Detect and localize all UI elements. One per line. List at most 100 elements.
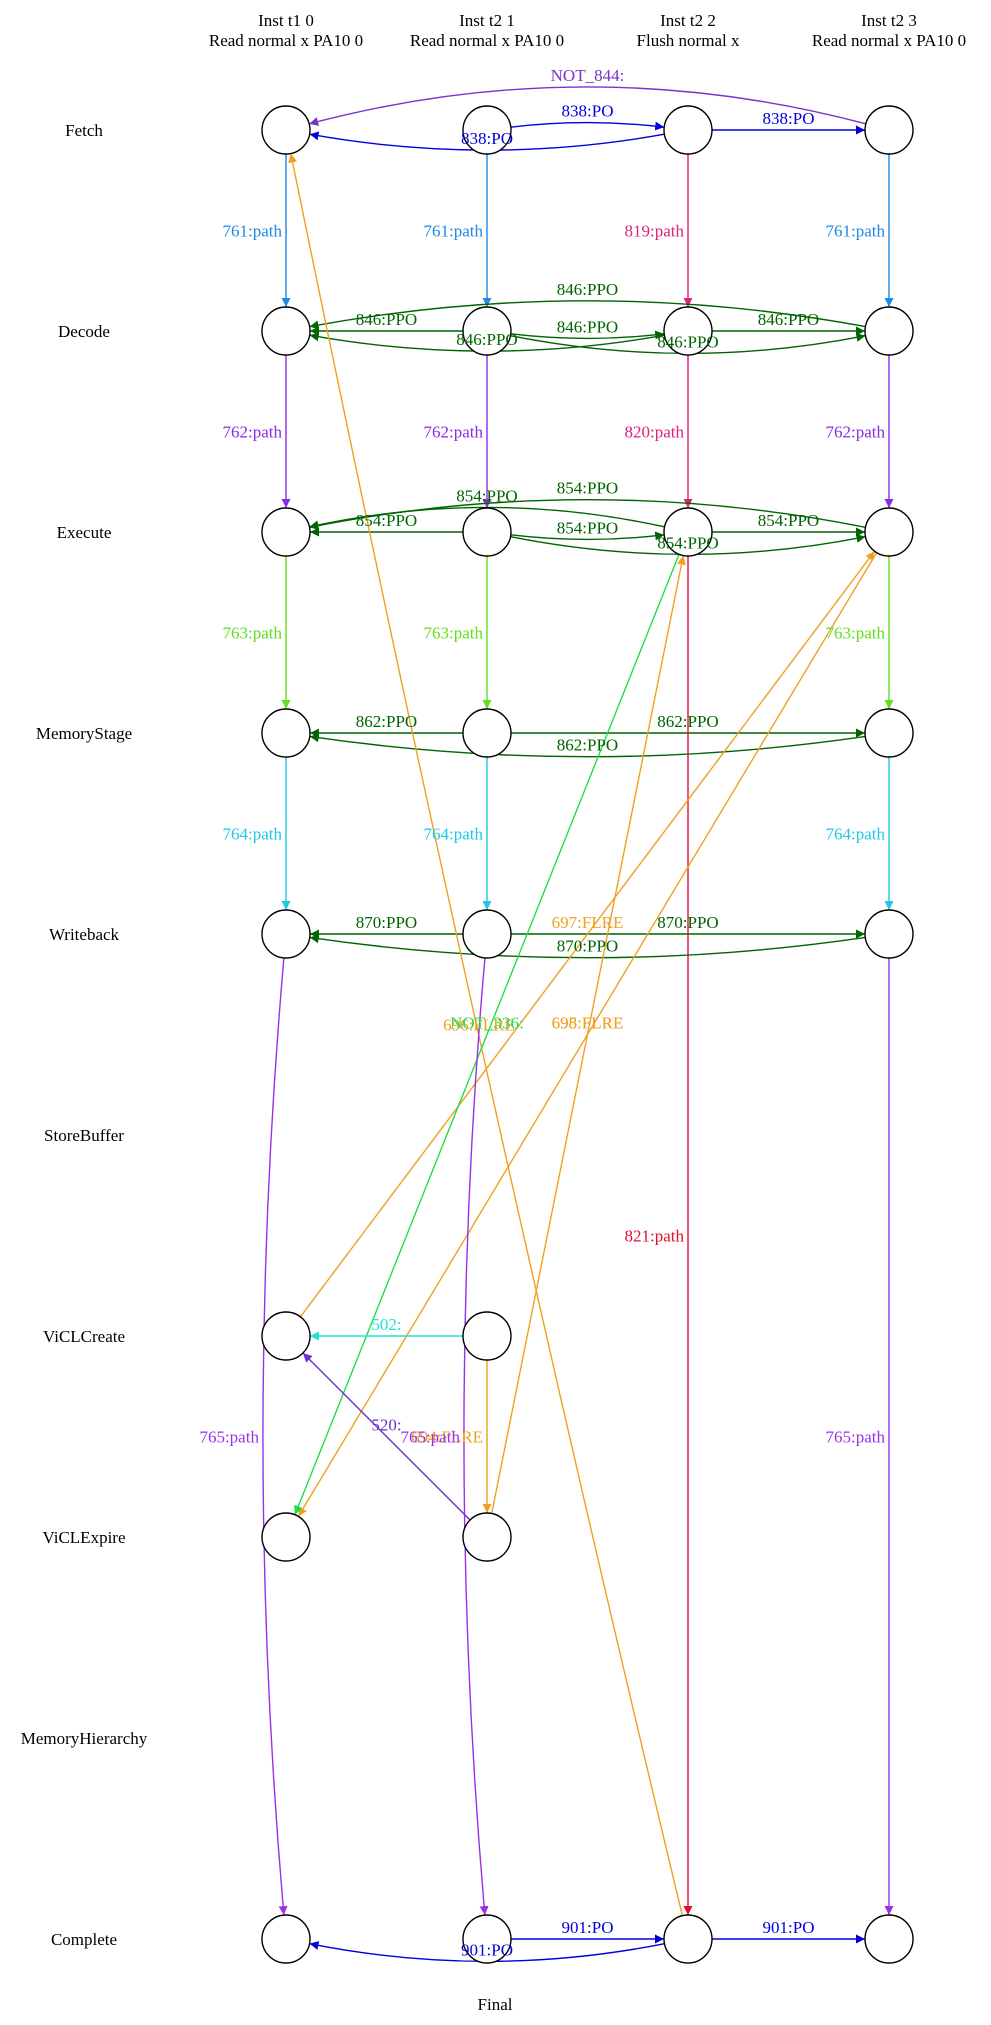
node-t10-wb	[261, 909, 311, 959]
edge-label: 698:FLRE	[552, 1014, 624, 1033]
row-label-execute: Execute	[57, 523, 112, 542]
edge-label: 502:	[371, 1315, 401, 1334]
edge-label: 763:path	[424, 624, 484, 643]
node-t23-wb	[864, 909, 914, 959]
edge-862-ppo	[309, 733, 866, 758]
edge-846-ppo	[309, 300, 866, 330]
edge-label: 762:path	[223, 423, 283, 442]
edge-695-flre	[297, 552, 878, 1517]
edge-label: 901:PO	[461, 1940, 513, 1959]
node-t23-complete	[864, 1914, 914, 1964]
row-label-memoryhierarchy: MemoryHierarchy	[21, 1729, 148, 1748]
row-label-complete: Complete	[51, 1930, 117, 1949]
edge-765-path	[463, 957, 489, 1916]
edge-label: 763:path	[223, 624, 283, 643]
column-header-line2: Read normal x PA10 0	[209, 31, 363, 50]
edge-label: 765:path	[400, 1428, 460, 1447]
edge-label: 854:PPO	[557, 518, 618, 537]
node-layer	[261, 105, 914, 1964]
row-label-decode: Decode	[58, 322, 110, 341]
node-t23-execute	[864, 507, 914, 557]
row-label-storebuffer: StoreBuffer	[44, 1126, 124, 1145]
column-headers: Inst t1 0 Read normal x PA10 0 Inst t2 1…	[209, 11, 966, 50]
edge-label: 838:PO	[763, 109, 815, 128]
edge-label: 762:path	[424, 423, 484, 442]
edge-label: 761:path	[424, 222, 484, 241]
edge-label: 854:PPO	[356, 511, 417, 530]
node-t10-complete	[261, 1914, 311, 1964]
edge-label: 901:PO	[763, 1918, 815, 1937]
column-header-line2: Flush normal x	[637, 31, 740, 50]
edge-label: NOT_336:	[450, 1014, 524, 1033]
edge-label: 846:PPO	[557, 280, 618, 299]
edge-854-ppo	[510, 531, 665, 541]
edge-846-ppo	[510, 330, 665, 340]
edge-not-336	[294, 554, 680, 1515]
edge-label: 764:path	[826, 825, 886, 844]
edge-765-path	[262, 957, 288, 1916]
node-t10-vce	[261, 1512, 311, 1562]
node-t21-vce	[462, 1512, 512, 1562]
node-t21-decode	[462, 306, 512, 356]
column-header-line1: Inst t2 3	[861, 11, 917, 30]
row-label-fetch: Fetch	[65, 121, 103, 140]
node-t10-vcc	[261, 1311, 311, 1361]
edge-label: 761:path	[826, 222, 886, 241]
edge-label: 765:path	[826, 1428, 886, 1447]
node-t22-complete	[663, 1914, 713, 1964]
edge-520	[302, 1352, 471, 1521]
edge-854-ppo	[309, 498, 866, 530]
edge-label: 870:PPO	[657, 913, 718, 932]
node-t10-execute	[261, 507, 311, 557]
row-label-writeback: Writeback	[49, 925, 120, 944]
edge-label: 697:FLRE	[552, 913, 624, 932]
node-t21-wb	[462, 909, 512, 959]
node-t10-mem	[261, 708, 311, 758]
edge-label: 854:PPO	[657, 533, 718, 552]
edge-838-po	[510, 121, 665, 131]
edge-label: 764:path	[223, 825, 283, 844]
column-header-line1: Inst t2 2	[660, 11, 716, 30]
edge-label: 870:PPO	[356, 913, 417, 932]
node-t23-mem	[864, 708, 914, 758]
node-t10-decode	[261, 306, 311, 356]
node-t21-complete	[462, 1914, 512, 1964]
node-t22-execute	[663, 507, 713, 557]
column-header-line2: Read normal x PA10 0	[410, 31, 564, 50]
column-header-line2: Read normal x PA10 0	[812, 31, 966, 50]
edge-label: 763:path	[826, 624, 886, 643]
edge-label: 862:PPO	[557, 736, 618, 755]
edge-label: 838:PO	[562, 102, 614, 121]
edge-label: 761:path	[223, 222, 283, 241]
node-t21-vcc	[462, 1311, 512, 1361]
node-t21-execute	[462, 507, 512, 557]
node-t21-fetch	[462, 105, 512, 155]
edge-label: 846:PPO	[557, 317, 618, 336]
edge-697-flre	[299, 550, 876, 1318]
row-label-memorystage: MemoryStage	[36, 724, 132, 743]
edge-label: 762:path	[826, 423, 886, 442]
edge-label: 821:path	[625, 1227, 685, 1246]
row-label-viclcreate: ViCLCreate	[43, 1327, 125, 1346]
edge-label: 520:	[371, 1416, 401, 1435]
edge-label: 820:path	[625, 423, 685, 442]
edge-label: 696:FLRE	[443, 1015, 515, 1034]
edge-870-ppo	[309, 934, 866, 959]
edge-label: 854:PPO	[456, 486, 517, 505]
edge-label: 862:PPO	[657, 712, 718, 731]
edge-label: 764:path	[424, 825, 484, 844]
node-t23-decode	[864, 306, 914, 356]
column-header-line1: Inst t2 1	[459, 11, 515, 30]
edge-label: 819:path	[625, 222, 685, 241]
footer-caption: Final	[478, 1995, 513, 2014]
edge-label: 846:PPO	[657, 332, 718, 351]
node-t23-fetch	[864, 105, 914, 155]
column-header-line1: Inst t1 0	[258, 11, 314, 30]
edge-not-844	[309, 86, 866, 126]
node-t22-fetch	[663, 105, 713, 155]
edge-label: 765:path	[199, 1428, 259, 1447]
edge-label: 870:PPO	[557, 937, 618, 956]
edge-label: 838:PO	[461, 129, 513, 148]
